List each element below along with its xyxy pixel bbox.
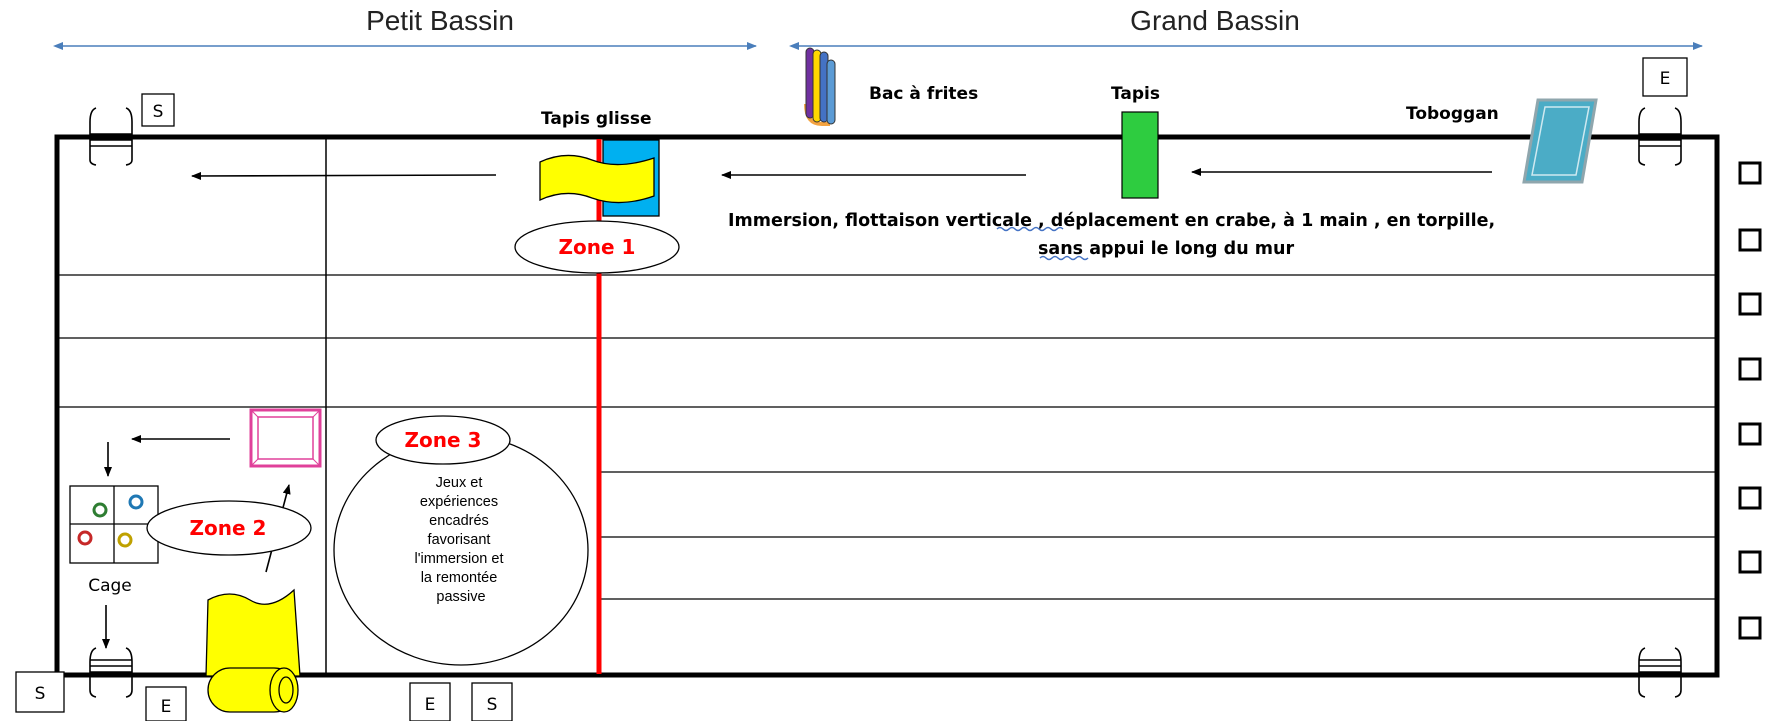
exit-marker: S <box>471 682 513 721</box>
checkbox-icon[interactable] <box>1738 616 1762 640</box>
checkbox-icon[interactable] <box>1738 486 1762 510</box>
ladder-icon <box>89 647 133 698</box>
cage-grid <box>69 485 159 564</box>
tapis-label: Tapis <box>1111 84 1160 104</box>
zone-2-bubble: Zone 2 <box>146 500 312 556</box>
svg-text:E: E <box>1660 69 1671 89</box>
checkbox-icon[interactable] <box>1738 228 1762 252</box>
grand-bassin-label: Grand Bassin <box>1130 5 1300 36</box>
entry-marker: E <box>145 686 187 721</box>
checkbox-icon[interactable] <box>1738 161 1762 185</box>
zone-1-description-line2: sans appui le long du mur <box>1038 239 1294 259</box>
lane-lines <box>57 274 1717 600</box>
ladder-icon <box>1638 647 1682 698</box>
flow-arrows-top <box>191 168 1492 180</box>
zone-2-label: Zone 2 <box>190 516 267 540</box>
exit-marker: S <box>141 93 175 127</box>
exit-marker: S <box>15 671 65 713</box>
pool-noodles-icon <box>804 47 836 126</box>
slide-icon <box>1522 98 1598 184</box>
svg-text:S: S <box>153 102 164 122</box>
zone-1-label: Zone 1 <box>559 235 636 259</box>
svg-text:E: E <box>425 695 436 715</box>
cage-label: Cage <box>88 576 132 596</box>
zone-3-label: Zone 3 <box>405 428 482 452</box>
hoop-frame-icon <box>249 408 322 468</box>
zone-1-description-line1: Immersion, flottaison verticale , déplac… <box>728 211 1495 231</box>
zone-3-area: Zone 3 Jeux et expériences encadrés favo… <box>333 415 589 666</box>
lane-checkboxes <box>1738 161 1762 640</box>
tapis-glisse-mat <box>539 139 660 217</box>
ladder-icon <box>89 107 133 166</box>
svg-text:E: E <box>161 697 172 717</box>
zone-1-bubble: Zone 1 <box>514 220 680 274</box>
rolled-mat-icon <box>205 588 301 713</box>
zone-3-description: Jeux et expériences encadrés favorisant … <box>414 475 507 605</box>
checkbox-icon[interactable] <box>1738 357 1762 381</box>
petit-bassin-span: Petit Bassin <box>53 5 757 50</box>
entry-marker: E <box>409 682 451 721</box>
bac-a-frites-label: Bac à frites <box>869 84 978 104</box>
petit-bassin-label: Petit Bassin <box>366 5 514 36</box>
pool-outline <box>54 134 1720 678</box>
grand-bassin-span: Grand Bassin <box>789 5 1703 50</box>
svg-text:S: S <box>487 695 498 715</box>
tapis-glisse-label: Tapis glisse <box>541 109 652 129</box>
checkbox-icon[interactable] <box>1738 292 1762 316</box>
checkbox-icon[interactable] <box>1738 422 1762 446</box>
ladder-icon <box>1638 107 1682 166</box>
toboggan-label: Toboggan <box>1406 104 1499 124</box>
svg-text:S: S <box>35 684 46 704</box>
entry-marker: E <box>1642 57 1688 97</box>
spellcheck-underline <box>1039 255 1089 261</box>
tapis-mat <box>1121 111 1159 199</box>
checkbox-icon[interactable] <box>1738 550 1762 574</box>
spellcheck-underline <box>996 226 1064 232</box>
